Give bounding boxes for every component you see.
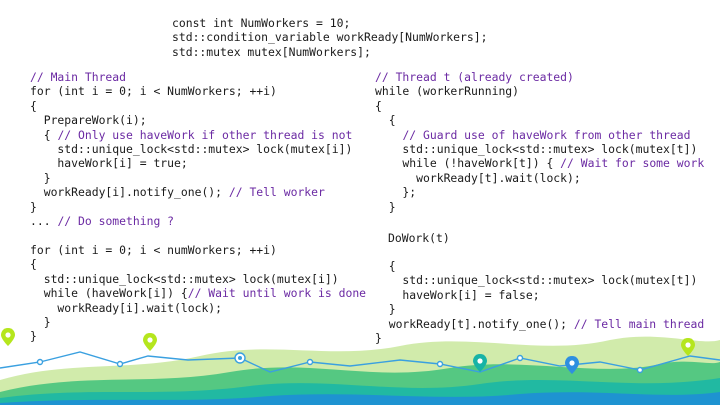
code-line: ... (30, 214, 58, 229)
code-line: std::unique_lock<std::mutex> lock(mutex[… (30, 142, 353, 157)
worker-thread-finish-block: { std::unique_lock<std::mutex> lock(mute… (375, 259, 704, 345)
main-thread-wait-block: for (int i = 0; i < numWorkers; ++i) { s… (30, 243, 366, 344)
code-line: { (375, 113, 396, 128)
code-comment: // Wait until work is done (187, 286, 367, 301)
code-line: { (30, 127, 58, 142)
code-comment: // Do something ? (57, 214, 175, 229)
map-pin-icon (565, 356, 579, 374)
code-line: }; (375, 185, 417, 200)
code-line: std::unique_lock<std::mutex> lock(mutex[… (375, 273, 698, 288)
code-comment: // Main Thread (30, 70, 127, 84)
code-line: { (375, 98, 382, 113)
code-line: { (30, 98, 37, 113)
code-line: } (375, 302, 396, 317)
code-line: workReady[i].wait(lock); (30, 300, 223, 315)
code-line: { (30, 257, 37, 272)
code-line: std::unique_lock<std::mutex> lock(mutex[… (375, 142, 698, 157)
code-line: const int NumWorkers = 10; (172, 16, 351, 30)
do-work-line: DoWork(t) (388, 231, 450, 245)
map-pin-icon (681, 338, 695, 356)
code-line: } (375, 199, 396, 214)
trend-point-center (238, 356, 242, 360)
map-pin-icon (473, 354, 487, 372)
code-line: { (375, 259, 396, 273)
code-line: workReady[i].notify_one(); (30, 185, 229, 200)
code-comment: // Tell worker (228, 185, 325, 200)
code-line: } (30, 329, 37, 344)
declarations-block: const int NumWorkers = 10; std::conditio… (172, 16, 487, 59)
code-line: for (int i = 0; i < NumWorkers; ++i) (30, 84, 277, 99)
code-comment: // Tell main thread (573, 316, 705, 331)
main-thread-block: // Main Thread for (int i = 0; i < NumWo… (30, 70, 352, 228)
code-line: std::mutex mutex[NumWorkers]; (172, 44, 371, 59)
code-line: while (!haveWork[t]) { (375, 156, 561, 171)
code-line: while (workerRunning) (375, 84, 520, 99)
code-line: } (375, 331, 382, 346)
code-line: } (30, 170, 51, 185)
code-line: haveWork[i] = false; (375, 287, 540, 302)
wave-blue (0, 392, 720, 405)
code-line: DoWork(t) (388, 231, 450, 245)
code-line: workReady[t].notify_one(); (375, 316, 574, 331)
code-comment: // Wait for some work (560, 156, 705, 171)
code-line: } (30, 315, 51, 330)
code-line: haveWork[i] = true; (30, 156, 188, 171)
code-comment: // Guard use of haveWork from other thre… (402, 127, 691, 142)
code-line: std::condition_variable workReady[NumWor… (172, 30, 488, 45)
code-line: } (30, 199, 37, 214)
code-comment: // Only use haveWork if other thread is … (57, 127, 353, 142)
code-comment: // Thread t (already created) (375, 70, 574, 84)
map-pin-icon (143, 333, 157, 351)
map-pin-icon (1, 328, 15, 346)
worker-thread-block: // Thread t (already created) while (wor… (375, 70, 704, 214)
code-line: std::unique_lock<std::mutex> lock(mutex[… (30, 271, 339, 286)
trend-points (36, 352, 644, 374)
code-line: while (haveWork[i]) { (30, 286, 188, 301)
code-line: workReady[t].wait(lock); (375, 170, 581, 185)
code-line: PrepareWork(i); (30, 113, 147, 128)
code-line: for (int i = 0; i < numWorkers; ++i) (30, 243, 277, 257)
